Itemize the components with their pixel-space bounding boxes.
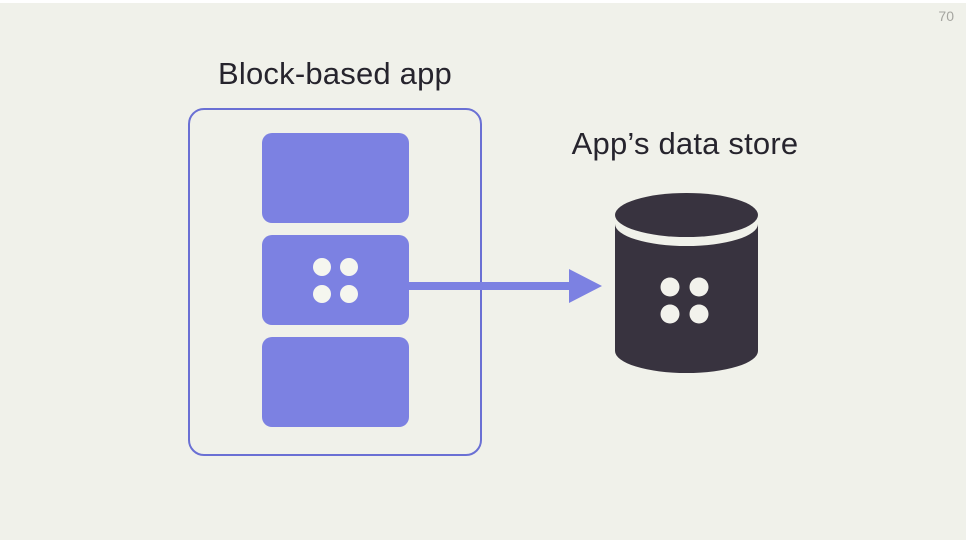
four-dots-icon	[313, 257, 358, 303]
dot	[340, 284, 358, 303]
app-block-middle	[262, 235, 409, 325]
app-block-top	[262, 133, 409, 223]
dot	[313, 284, 331, 303]
block-based-app-title: Block-based app	[218, 56, 452, 91]
data-store-title: App’s data store	[571, 126, 799, 161]
four-dots-icon	[660, 277, 709, 324]
dot	[313, 257, 331, 276]
bottom-edge-strip	[0, 540, 966, 543]
database-icon	[615, 193, 758, 373]
arrow-shaft	[409, 282, 571, 290]
top-edge-strip	[0, 0, 966, 3]
slide-page-number: 70	[938, 8, 954, 24]
app-block-bottom	[262, 337, 409, 427]
arrow-head-right-icon	[569, 269, 602, 303]
dot	[340, 257, 358, 276]
